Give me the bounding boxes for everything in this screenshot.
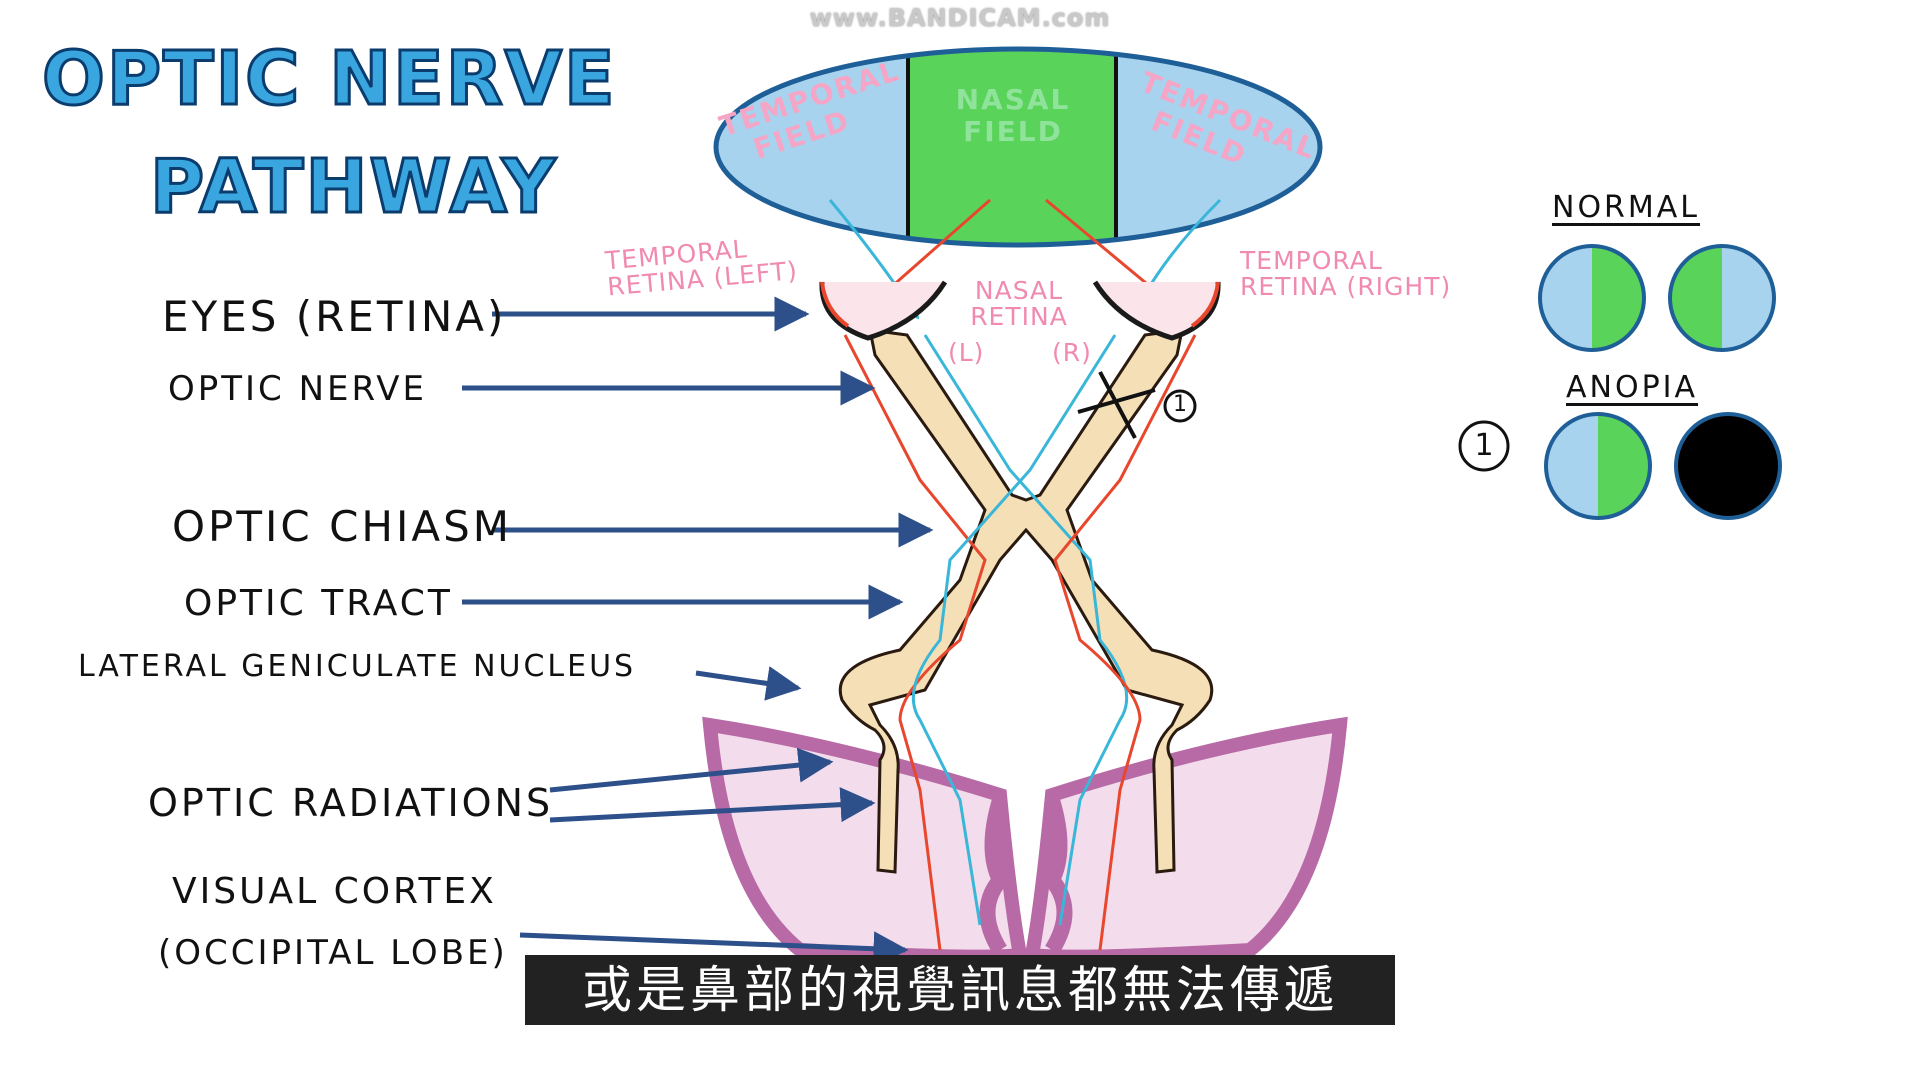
normal-left-eye-field bbox=[1538, 244, 1646, 352]
lesion-marker bbox=[1077, 371, 1197, 439]
visual-cortex-label: VISUAL CORTEX bbox=[172, 871, 497, 912]
temporal-retina-right-label: TEMPORAL RETINA (RIGHT) bbox=[1240, 246, 1452, 302]
anopia-right-eye-field bbox=[1674, 412, 1782, 520]
recording-watermark: www.BANDICAM.com bbox=[809, 4, 1111, 32]
lesion-marker-number: 1 bbox=[1173, 392, 1187, 417]
anopia-heading: ANOPIA bbox=[1566, 370, 1699, 405]
title-line-2: PATHWAY bbox=[148, 144, 558, 230]
normal-heading: NORMAL bbox=[1552, 190, 1701, 225]
pathway-fibers bbox=[843, 334, 1197, 951]
optic-nerve-label: OPTIC NERVE bbox=[168, 369, 428, 409]
optic-tract-label: OPTIC TRACT bbox=[184, 583, 453, 624]
normal-right-eye-field bbox=[1668, 244, 1776, 352]
nasal-retina-left-side-label: (L) bbox=[948, 338, 985, 367]
label-arrows bbox=[462, 296, 934, 967]
nasal-retina-right-side-label: (R) bbox=[1052, 338, 1092, 367]
visual-field bbox=[716, 49, 1320, 245]
right-eye bbox=[1092, 280, 1221, 341]
nasal-retina-label: NASAL RETINA bbox=[970, 276, 1068, 332]
optic-nerve-structure bbox=[838, 328, 1214, 874]
defect-row-marker-circle bbox=[1458, 420, 1510, 472]
anopia-left-eye-field bbox=[1544, 412, 1652, 520]
video-subtitle: 或是鼻部的視覺訊息都無法傳遞 bbox=[525, 955, 1395, 1025]
occipital-cortex bbox=[702, 716, 1348, 964]
left-eye bbox=[819, 280, 948, 341]
occipital-lobe-label: (OCCIPITAL LOBE) bbox=[158, 933, 508, 973]
optic-chiasm-label: OPTIC CHIASM bbox=[172, 502, 513, 551]
optic-radiations-label: OPTIC RADIATIONS bbox=[148, 781, 554, 825]
nasal-field-label: NASAL FIELD bbox=[955, 83, 1071, 149]
eyes-retina-label: EYES (RETINA) bbox=[162, 292, 507, 341]
lateral-geniculate-nucleus-label: LATERAL GENICULATE NUCLEUS bbox=[78, 649, 637, 684]
title-line-1: OPTIC NERVE bbox=[41, 36, 617, 122]
visual-field-outline bbox=[713, 46, 1323, 248]
defect-row-marker-number: 1 bbox=[1474, 428, 1494, 463]
